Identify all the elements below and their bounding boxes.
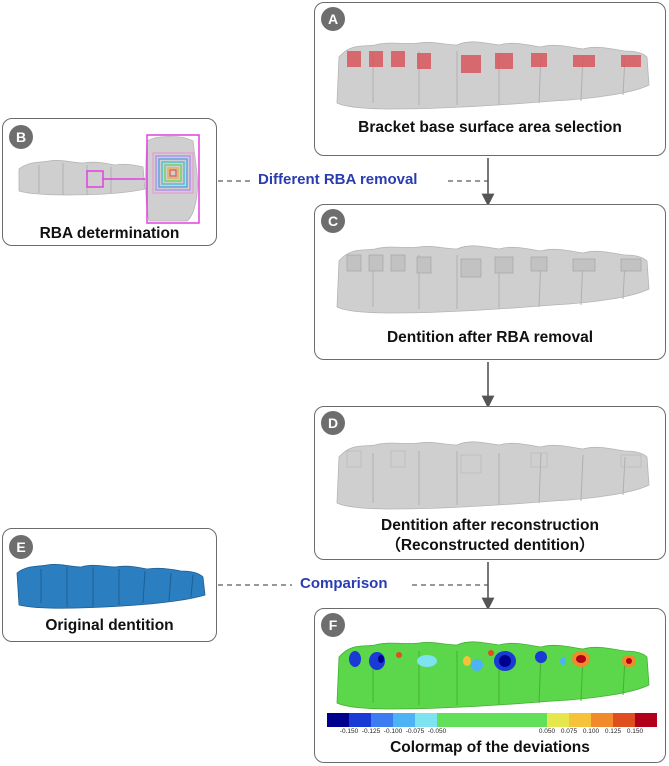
panel-badge: C <box>321 209 345 233</box>
dentition-with-bracket-areas <box>336 41 650 110</box>
colorbar-tick-label: -0.125 <box>361 728 381 735</box>
panel-caption: Original dentition <box>45 617 174 634</box>
panel-caption: Dentition after RBA removal <box>386 329 594 346</box>
colorbar-tick-label: -0.075 <box>405 728 425 735</box>
dentition-after-removal-graphic <box>336 245 650 314</box>
colorbar-segment <box>327 713 350 727</box>
panel-badge: D <box>321 411 345 435</box>
panel-e: E Original dentition <box>2 528 217 642</box>
colorbar-segment <box>635 713 657 727</box>
colorbar-segment <box>437 713 460 727</box>
panel-a: A Bracket base surface area selection <box>314 2 666 156</box>
colorbar-tick-label: 0.050 <box>538 728 556 735</box>
colorbar-segment <box>371 713 394 727</box>
panel-caption-line1: Dentition after reconstruction <box>381 517 599 534</box>
panel-d: D Dentition after reconstruction （Recons… <box>314 406 666 560</box>
colorbar-segment <box>503 713 526 727</box>
colorbar-segment <box>525 713 548 727</box>
colorbar-segment <box>569 713 592 727</box>
panel-badge: A <box>321 7 345 31</box>
reconstructed-dentition-graphic <box>336 441 650 510</box>
colorbar-tick-label: 0.125 <box>604 728 622 735</box>
panel-caption-line2: （Reconstructed dentition） <box>385 537 595 554</box>
colorbar-segment <box>547 713 570 727</box>
colorbar-tick-label: -0.100 <box>383 728 403 735</box>
panel-badge: E <box>9 535 33 559</box>
panel-c: C Dentition after RBA removal <box>314 204 666 360</box>
colorbar-tick-label: -0.050 <box>427 728 447 735</box>
deviation-colormap-dentition <box>336 641 650 710</box>
colorbar-segment <box>459 713 482 727</box>
panel-badge: F <box>321 613 345 637</box>
colorbar-segment <box>591 713 614 727</box>
panel-f: F -0.150-0.125-0.100-0.075-0.050 0.050 0.0… <box>314 608 666 763</box>
panel-caption: Bracket base surface area selection <box>358 119 622 136</box>
original-dentition-graphic <box>16 564 206 609</box>
colorbar-segment <box>349 713 372 727</box>
colorbar-ticks: -0.150-0.125-0.100-0.075-0.050 0.050 0.075… <box>327 728 657 738</box>
colorbar-tick-label: 0.075 <box>560 728 578 735</box>
deviation-colorbar <box>327 713 657 727</box>
panel-caption: RBA determination <box>39 225 180 242</box>
colorbar-segment <box>393 713 416 727</box>
colorbar-segment <box>481 713 504 727</box>
colorbar-tick-label: 0.150 <box>626 728 644 735</box>
panel-caption: Colormap of the deviations <box>390 739 590 756</box>
colorbar-tick-label: 0.100 <box>582 728 600 735</box>
panel-b: B RBA determination <box>2 118 217 246</box>
colorbar-tick-label: -0.150 <box>339 728 359 735</box>
removal-label: Different RBA removal <box>254 171 422 188</box>
comparison-label: Comparison <box>296 575 392 592</box>
colorbar-segment <box>613 713 636 727</box>
rba-determination-graphic <box>18 134 200 224</box>
panel-badge: B <box>9 125 33 149</box>
colorbar-segment <box>415 713 438 727</box>
